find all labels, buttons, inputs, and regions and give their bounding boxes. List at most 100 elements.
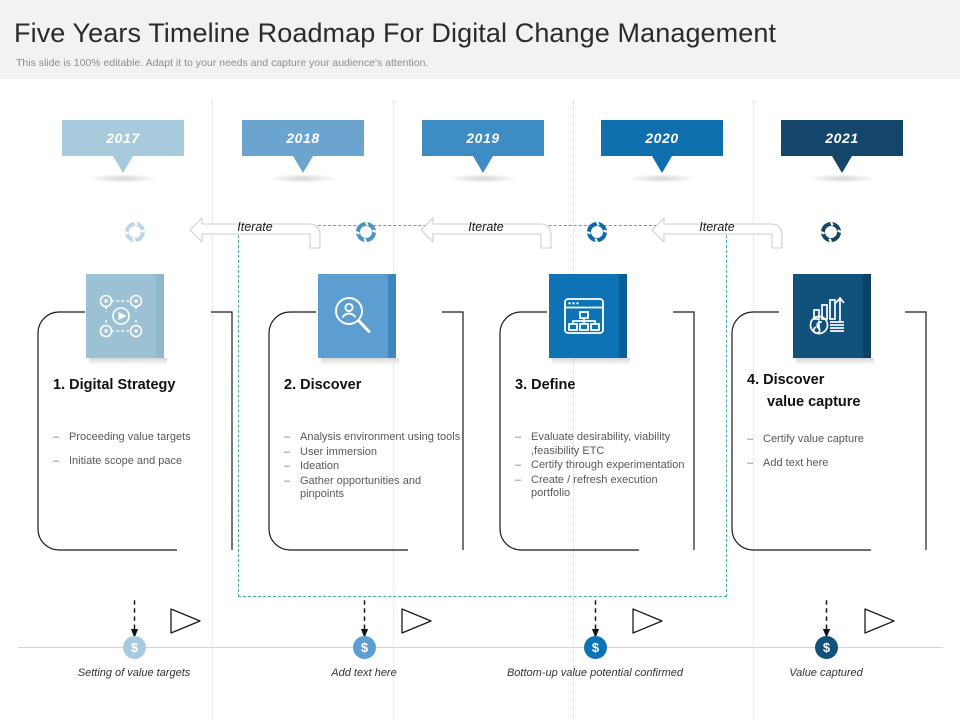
card-arrow-icon [401,608,432,634]
list-item: – Ideation [282,460,462,474]
tile-shadow [89,358,167,365]
bullet-marker: – [747,456,754,469]
year-flag-2018[interactable]: 2018 [242,120,364,183]
network-play-icon [99,294,143,338]
iterate-arrow-2[interactable] [403,202,563,254]
page-title: Five Years Timeline Roadmap For Digital … [14,18,777,48]
card-arrow-icon [864,608,895,634]
user-search-icon [335,297,371,333]
milestone-badge-4[interactable]: $ [815,636,838,659]
step-icon-tile-1[interactable] [86,274,167,365]
tile-face [549,274,619,358]
year-label: 2018 [286,130,320,146]
tile-face [318,274,388,358]
card-outline [268,311,464,551]
bullet-text: Add text here [763,456,829,469]
year-flag-2017[interactable]: 2017 [62,120,184,183]
step-card-3[interactable]: 3. Define – Evaluate desirability, viabi… [499,311,695,634]
tile-edge [388,274,396,358]
bullet-marker: – [284,474,291,487]
card-arrow-icon [632,608,663,634]
bullet-text: Analysis environment using tools [300,431,461,443]
step-icon-tile-4[interactable] [793,274,874,365]
flag-shadow [627,174,697,183]
flag-plate: 2018 [242,120,364,156]
card-title-line1: 3. Define [515,377,576,393]
tile-edge [156,274,164,358]
milestone-baseline [18,647,943,648]
step-card-2[interactable]: 2. Discover – Analysis environment using… [268,311,464,634]
year-flag-2019[interactable]: 2019 [422,120,544,183]
drop-arrow-4 [822,600,831,638]
dollar-icon: $ [130,640,139,655]
flag-shadow [448,174,518,183]
tile-shadow [552,358,630,365]
guide-line-1 [212,100,213,720]
milestone-badge-2[interactable]: $ [353,636,376,659]
list-item: – Add text here [745,457,925,471]
step-card-4[interactable]: 4. Discover value capture – Certify valu… [731,311,927,634]
flag-plate: 2020 [601,120,723,156]
guide-line-4 [753,100,754,720]
step-icon-tile-2[interactable] [318,274,399,365]
card-title-line2: value capture [767,394,861,410]
bullet-text: Proceeding value targets [69,431,191,443]
guide-line-2 [393,100,394,720]
dollar-icon: $ [822,640,831,655]
list-item: – Certify value capture [745,433,925,447]
bullet-marker: – [53,431,60,443]
diagram-canvas: 2017 2018 2019 2020 [0,82,960,720]
card-bullets: – Analysis environment using tools – Use… [282,431,462,503]
year-flag-2020[interactable]: 2020 [601,120,723,183]
milestone-badge-1[interactable]: $ [123,636,146,659]
iterate-arrow-1[interactable] [172,202,332,254]
tile-edge [863,274,871,358]
bullet-marker: – [284,431,291,443]
year-label: 2020 [645,130,679,146]
card-bullets: – Certify value capture – Add text here [745,433,925,480]
bullet-marker: – [53,454,60,467]
tile-face [793,274,863,358]
flag-pointer-icon [293,156,313,173]
growth-money-icon [809,296,845,335]
bullet-text: Certify through experimentation [531,459,685,471]
drop-arrow-3 [591,600,600,638]
year-flag-2021[interactable]: 2021 [781,120,903,183]
card-bullets: – Proceeding value targets – Initiate sc… [51,431,231,478]
iterate-arrow-3[interactable] [634,202,794,254]
header-divider [0,79,960,82]
step-icon-tile-3[interactable] [549,274,630,365]
slide-header: Five Years Timeline Roadmap For Digital … [0,0,960,79]
dollar-icon: $ [360,640,369,655]
list-item: – Create / refresh execution portfolio [513,474,693,501]
flag-shadow [88,174,158,183]
card-title-line1: 1. Digital Strategy [53,377,176,393]
drop-arrow-1 [130,600,139,638]
year-label: 2019 [466,130,500,146]
list-item: – Gather opportunities and pinpoints [282,475,462,502]
dollar-icon: $ [591,640,600,655]
bullet-marker: – [284,445,291,458]
iterate-label-3: Iterate [699,220,735,234]
milestone-badge-3[interactable]: $ [584,636,607,659]
card-title: 2. Discover [284,374,454,396]
list-item: – Initiate scope and pace [51,455,231,469]
step-card-1[interactable]: 1. Digital Strategy – Proceeding value t… [37,311,233,634]
flag-plate: 2017 [62,120,184,156]
tile-shadow [321,358,399,365]
bullet-marker: – [515,473,522,486]
list-item: – Certify through experimentation [513,459,693,473]
flag-pointer-icon [652,156,672,173]
flag-plate: 2021 [781,120,903,156]
ring-marker-4 [820,221,842,243]
card-bullets: – Evaluate desirability, viability ,feas… [513,431,693,502]
bullet-text: User immersion [300,445,378,458]
bullet-text: Gather opportunities and pinpoints [300,474,422,501]
year-label: 2017 [106,130,140,146]
bullet-text: Ideation [300,460,340,472]
bullet-marker: – [747,433,754,445]
list-item: – Analysis environment using tools [282,431,462,445]
milestone-label-4: Value captured [789,667,863,679]
page-subtitle: This slide is 100% editable. Adapt it to… [16,57,429,69]
